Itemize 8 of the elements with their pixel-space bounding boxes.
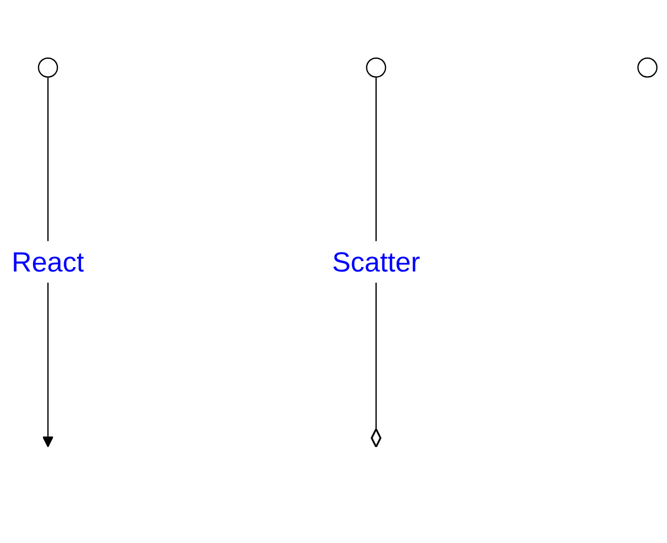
edge-label: React	[12, 246, 84, 278]
arrow	[42, 77, 54, 448]
node-circle	[366, 58, 386, 78]
node-circle	[637, 58, 658, 78]
node-circle	[38, 58, 58, 78]
diagram-drawing: React Scatter	[0, 48, 667, 495]
edge-label: Scatter	[332, 246, 420, 278]
connector	[370, 77, 382, 448]
